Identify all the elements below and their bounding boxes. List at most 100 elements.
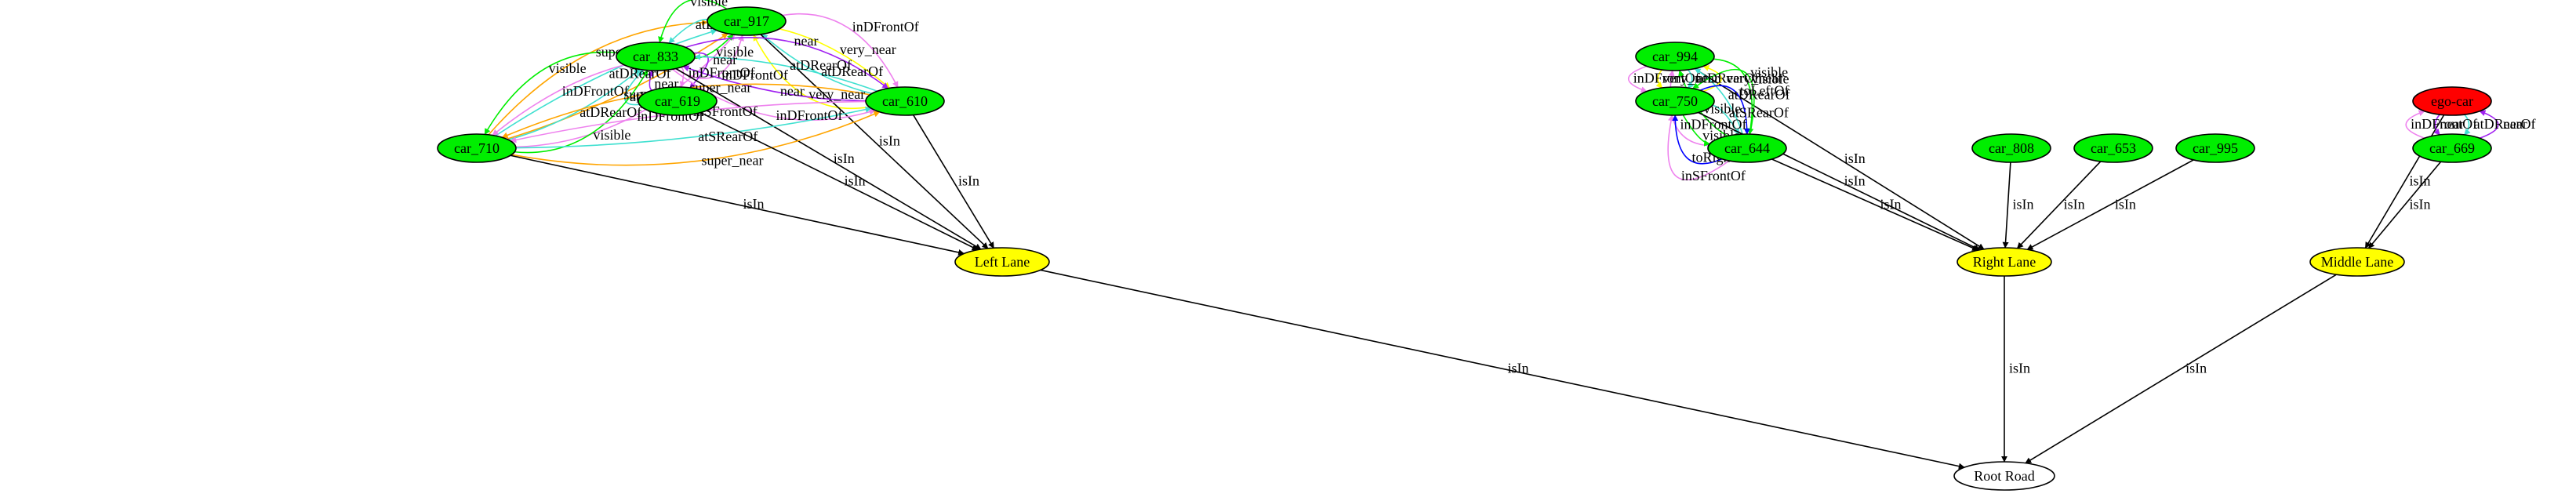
node-ellipse [707,6,787,36]
edge-inDFrontOf [515,34,736,148]
node-car-669: car_669 [2412,133,2492,163]
node-ellipse [2412,133,2492,163]
edge-near [682,65,867,102]
node-label: car_644 [1724,140,1770,156]
node-label: car_653 [2091,140,2136,156]
node-ellipse [954,247,1050,277]
node-label: Right Lane [1973,254,2036,270]
edge-label: very_near [1726,71,1782,86]
edge-isIn [1698,111,1981,251]
edge-visible [514,69,649,154]
edge-label: isIn [2013,196,2034,212]
node-label: car_833 [633,49,678,64]
edge-very_near [779,28,891,89]
edge-label: visible [1750,64,1788,80]
edge-label: inDFrontOf [852,19,919,34]
node-ellipse [2412,86,2492,116]
edge-label: atDRearOf [1697,71,1759,86]
edge-label: atSRearOf [1729,104,1789,120]
edge-visible [1682,114,1711,147]
node-left-lane: Left Lane [954,247,1050,277]
edge-visible [484,51,618,136]
edge-near [2433,114,2440,136]
node-label: car_994 [1652,49,1698,64]
edge-label: isIn [743,196,765,212]
edge-near [647,70,654,92]
node-ego-car: ego-car [2412,86,2492,116]
node-label: car_610 [882,93,928,109]
edge-label: near [2503,116,2527,132]
node-ellipse [1953,461,2055,491]
node-car-610: car_610 [865,86,945,116]
node-car-917: car_917 [707,6,787,36]
edge-label: visible [549,60,587,76]
node-car-750: car_750 [1635,86,1715,116]
node-car-995: car_995 [2175,133,2255,163]
node-label: car_917 [724,13,769,29]
edge-label-layer: super_nearatDRearOfsuper_nearinDFrontOfv… [549,0,2536,376]
node-ellipse [638,86,718,116]
edge-label: atSRearOf [698,129,758,144]
node-ellipse [2073,133,2153,163]
node-car-653: car_653 [2073,133,2153,163]
edge-isIn [2364,114,2445,249]
edge-atDRearOf [624,69,644,106]
edge-label: isIn [2115,196,2136,212]
edge-label: very_near [808,86,865,102]
edge-label: atDRearOf [1728,86,1790,102]
edge-atDRearOf [507,68,641,141]
edge-isIn [760,34,989,249]
edge-inDFrontOf [2405,110,2425,139]
node-label: Left Lane [975,254,1030,270]
node-label: car_995 [2193,140,2238,156]
edge-label: inDFrontOf [689,64,755,80]
edge-label: near [713,52,737,67]
node-ellipse [1707,133,1787,163]
edge-very_near [753,34,870,110]
edge-label: visible [1751,71,1789,86]
edge-very_near [1702,65,1722,93]
edge-atDRearOf [1687,69,1695,89]
node-label: ego-car [2431,93,2473,109]
node-ellipse [2175,133,2255,163]
node-middle-lane: Middle Lane [2309,247,2405,277]
edge-label: isIn [2185,360,2207,376]
node-car-994: car_994 [1635,42,1715,71]
node-ellipse [2309,247,2405,277]
edge-label: very_near [840,42,896,57]
edge-label: very_near [1662,71,1719,86]
edge-label: isIn [1844,151,1866,166]
edge-atDRearOf [694,53,877,93]
edge-inDFrontOf [671,68,876,121]
node-car-833: car_833 [616,42,696,71]
edge-label: isIn [1880,196,1901,212]
edge-label: isIn [2009,361,2030,376]
node-car-644: car_644 [1707,133,1787,163]
edge-super_near [511,111,881,166]
edge-label: atDRearOf [790,57,852,73]
edge-very_near [1655,69,1663,89]
edge-isIn [675,67,982,250]
edge-label: inDFrontOf [2411,116,2477,132]
edge-label: near [794,33,818,49]
edge-isIn [2026,159,2194,250]
edge-toRightOf [1672,114,1723,165]
node-label: car_808 [1989,140,2034,156]
edge-label: isIn [834,151,855,166]
node-ellipse [437,133,517,163]
node-car-619: car_619 [638,86,718,116]
edge-atDRearOf [1694,67,1743,135]
edge-label: isIn [845,172,866,188]
edge-super_near [506,33,728,140]
edge-atDRearOf [2464,114,2471,136]
edge-visible [1692,68,1755,135]
edge-label: visible [716,44,754,60]
edge-inDFrontOf [782,13,899,89]
node-label: Middle Lane [2321,254,2393,270]
edge-label: visible [690,0,728,9]
edge-label: inDFrontOf [1680,117,1747,133]
edge-atSRearOf [1712,104,1740,136]
edge-label: isIn [2064,196,2085,212]
node-right-lane: Right Lane [1957,247,2052,277]
edge-atDRearOf [495,28,718,136]
